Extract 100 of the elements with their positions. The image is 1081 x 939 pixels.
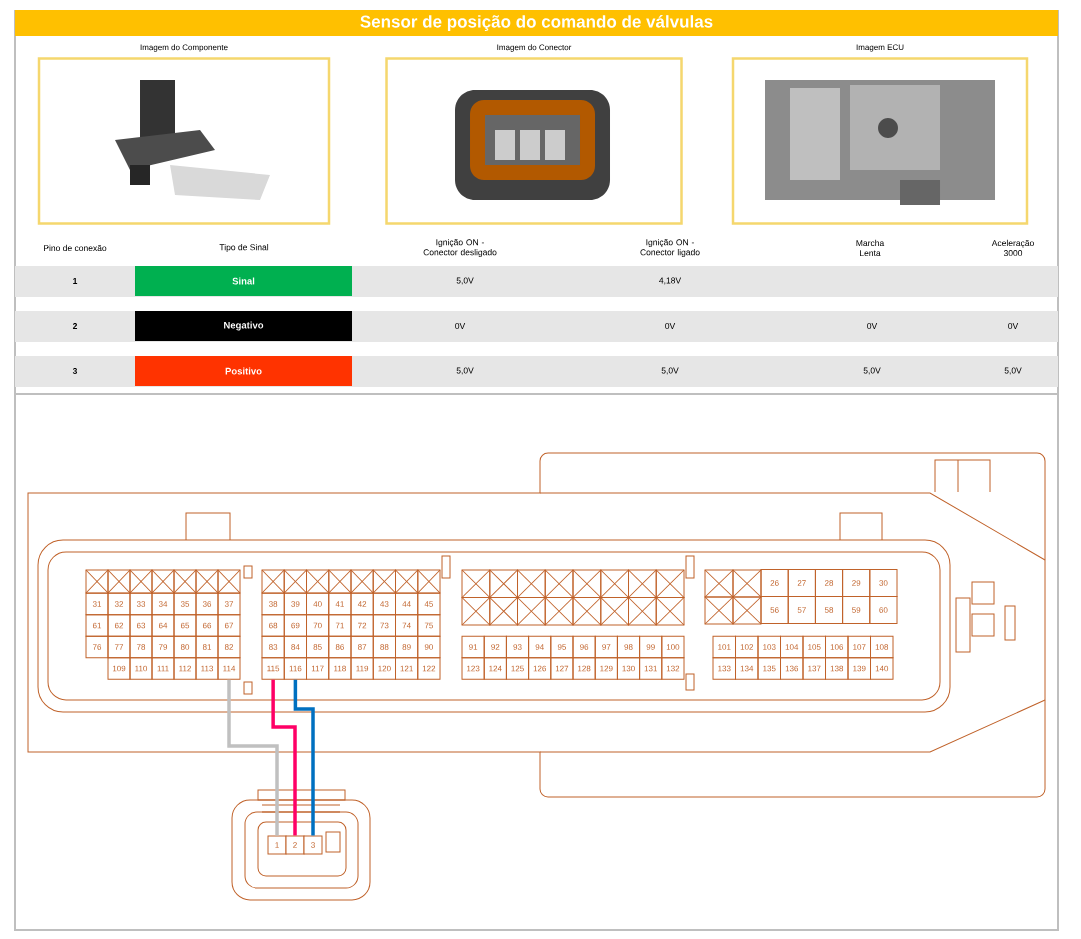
pin-cell: 27: [787, 569, 816, 597]
pin-cell: 79: [151, 635, 175, 659]
pin-cell: 112: [173, 657, 197, 680]
pin-cell: 2: [285, 835, 305, 855]
pin-cell: 111: [151, 657, 175, 680]
pin-cell: 125: [505, 657, 530, 680]
image-frame: Imagem ECU: [731, 44, 1029, 225]
column-header: Ignição ON - Conector ligado: [640, 239, 700, 257]
pin-cell: 115: [261, 657, 285, 680]
pin-number: 1: [73, 278, 78, 284]
pin-cell: 98: [616, 635, 641, 659]
pin-cell: 106: [825, 635, 849, 659]
pin-cell: 26: [760, 569, 789, 597]
pin-cell: 56: [760, 596, 789, 624]
pin-cell: 28: [814, 569, 844, 597]
pin-cell: 68: [261, 614, 285, 637]
pin-cell: 39: [283, 592, 307, 616]
pin-cell: 86: [328, 635, 352, 659]
pin-cell: 104: [780, 635, 804, 659]
wire: [227, 679, 279, 836]
pin-cell: 109: [107, 657, 131, 680]
pin-cell: 140: [870, 657, 894, 680]
pin-cell: 32: [107, 592, 131, 616]
pin-cell: 38: [261, 592, 285, 616]
image-frame: Imagem do Conector: [385, 44, 683, 225]
pin-cell: 99: [639, 635, 663, 659]
pin-number: 2: [72, 323, 78, 329]
table-value: 5,0V: [1004, 367, 1022, 375]
pin-cell: 100: [661, 635, 685, 659]
pin-cell: 30: [869, 569, 898, 597]
pin-cell: 81: [195, 635, 219, 659]
pin-cell: 95: [550, 635, 574, 659]
table-value: 0V: [1008, 323, 1019, 329]
pin-cell: 132: [661, 657, 685, 680]
pin-cell: 3: [303, 835, 323, 855]
pin-cell: 93: [505, 635, 530, 659]
signal-cell: Sinal: [135, 266, 352, 296]
pin-cell: 43: [372, 592, 396, 616]
pin-cell: 101: [712, 635, 736, 659]
pin-cell: 29: [842, 569, 871, 597]
pin-cell: 121: [395, 657, 419, 680]
node-label: Imagem do Componente: [140, 44, 228, 52]
pin-cell: 78: [129, 635, 153, 659]
pin-cell: 84: [283, 635, 307, 659]
pin-cell: 102: [735, 635, 759, 659]
image-frame: Imagem do Componente: [37, 44, 331, 225]
pin-cell: 41: [328, 592, 352, 616]
pin-number: 3: [72, 368, 78, 374]
pin-cell: 136: [780, 657, 804, 680]
pin-cell: 88: [372, 635, 396, 659]
pin-cell: 1: [267, 835, 287, 855]
pin-cell: 36: [195, 592, 219, 616]
pin-cell: 74: [395, 614, 419, 637]
pin-cell: 107: [847, 635, 871, 659]
pin-cell: 110: [129, 657, 153, 680]
pin-cell: 119: [350, 657, 374, 680]
pin-cell: 128: [572, 657, 596, 680]
pin-cell: 73: [372, 614, 396, 637]
column-header: Pino de conexão: [44, 244, 107, 252]
table-value: 0V: [867, 323, 878, 329]
pin-cell: 90: [417, 635, 441, 659]
pin-cell: 87: [350, 635, 374, 659]
pin-cell: 82: [217, 635, 241, 659]
wire: [271, 679, 297, 836]
pin-cell: 70: [306, 614, 330, 637]
pin-cell: 123: [461, 657, 485, 680]
title-band: Sensor de posição do comando de válvulas: [15, 10, 1058, 36]
pin-cell: 76: [85, 635, 109, 659]
table-value: 0V: [455, 323, 466, 329]
pin-cell: 34: [151, 592, 175, 616]
pin-cell: 65: [173, 614, 197, 637]
pin-cell: 60: [869, 596, 898, 624]
pin-cell: 59: [842, 596, 871, 624]
pin-cell: 94: [528, 635, 552, 659]
pin-cell: 134: [735, 657, 759, 680]
column-header: Marcha Lenta: [856, 239, 885, 257]
pin-cell: 40: [306, 592, 330, 616]
pin-cell: 31: [85, 592, 109, 616]
pin-cell: 33: [129, 592, 153, 616]
pin-cell: 138: [825, 657, 849, 680]
pin-cell: 129: [594, 657, 618, 680]
pin-cell: 113: [195, 657, 219, 680]
pin-cell: 133: [712, 657, 736, 680]
table-value: 5,0V: [456, 367, 474, 375]
pin-cell: 83: [261, 635, 285, 659]
pin-cell: 118: [328, 657, 352, 680]
table-value: 0V: [665, 323, 676, 329]
pin-cell: 108: [870, 635, 894, 659]
pin-cell: 130: [616, 657, 641, 680]
signal-cell: Positivo: [135, 356, 352, 386]
table-value: 5,0V: [863, 367, 881, 375]
column-header: Aceleração 3000: [991, 239, 1034, 257]
pin-cell: 139: [847, 657, 871, 680]
pin-cell: 116: [283, 657, 307, 680]
pin-cell: 62: [107, 614, 131, 637]
pin-cell: 75: [417, 614, 441, 637]
pin-cell: 124: [483, 657, 507, 680]
pin-cell: 114: [217, 657, 241, 680]
table-value: 5,0V: [661, 367, 679, 375]
pin-cell: 137: [802, 657, 826, 680]
